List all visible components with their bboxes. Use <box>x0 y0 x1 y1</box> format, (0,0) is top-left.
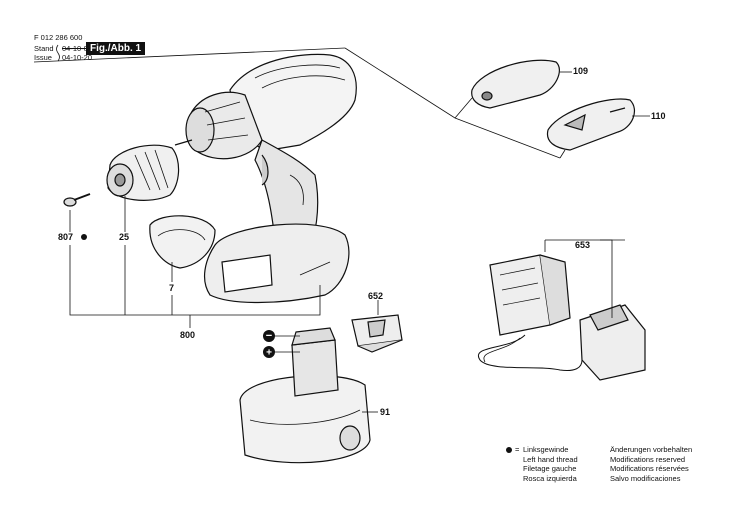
stand-date: 04-10-05 <box>62 44 93 53</box>
label-807: 807 <box>58 232 74 242</box>
charger-adapter-part-653 <box>489 254 571 336</box>
legend-thread: Linksgewinde Left hand thread Filetage g… <box>523 445 578 483</box>
doc-number: F 012 286 600 <box>34 33 83 42</box>
legend-thread-en: Left hand thread <box>523 454 578 464</box>
legend-mods-de: Änderungen vorbehalten <box>610 445 693 454</box>
drill-body <box>174 53 357 304</box>
plus-sign: + <box>266 348 272 359</box>
insert-part-652 <box>351 314 403 353</box>
label-109: 109 <box>573 66 589 76</box>
battery-part-91 <box>239 327 371 464</box>
left-thread-marker-icon <box>81 234 87 240</box>
label-800: 800 <box>180 330 196 340</box>
screw-part-807 <box>63 193 91 207</box>
issue-label: Issue <box>34 53 52 62</box>
legend-marker-icon <box>506 447 512 453</box>
cover-part-110 <box>546 98 635 151</box>
legend-mods-en: Modifications reserved <box>610 454 686 464</box>
issue-date: 04-10-20 <box>62 53 93 62</box>
legend-mods: Änderungen vorbehalten Modifications res… <box>610 445 692 483</box>
legend-equals: = <box>515 445 520 454</box>
stand-label: Stand <box>34 44 54 53</box>
legend-mods-fr: Modifications réservées <box>610 464 689 473</box>
legend-thread-fr: Filetage gauche <box>523 464 577 473</box>
label-7: 7 <box>169 283 175 293</box>
minus-sign: − <box>266 330 272 342</box>
minus-terminal-icon <box>263 330 275 342</box>
label-652: 652 <box>368 291 384 301</box>
label-91: 91 <box>380 407 391 417</box>
plus-terminal-icon <box>263 346 275 358</box>
chuck-part-25 <box>106 144 180 201</box>
charger-base <box>579 304 646 381</box>
belt-clip-part-7 <box>149 215 216 269</box>
label-25: 25 <box>119 232 130 242</box>
figure-tag: Fig./Abb. 1 <box>86 42 146 55</box>
legend-thread-de: Linksgewinde <box>523 445 569 454</box>
legend-mods-es: Salvo modificaciones <box>610 473 681 483</box>
cover-part-109 <box>471 59 561 109</box>
label-110: 110 <box>651 111 666 121</box>
label-653: 653 <box>575 240 591 250</box>
legend-thread-es: Rosca izquierda <box>523 473 577 483</box>
